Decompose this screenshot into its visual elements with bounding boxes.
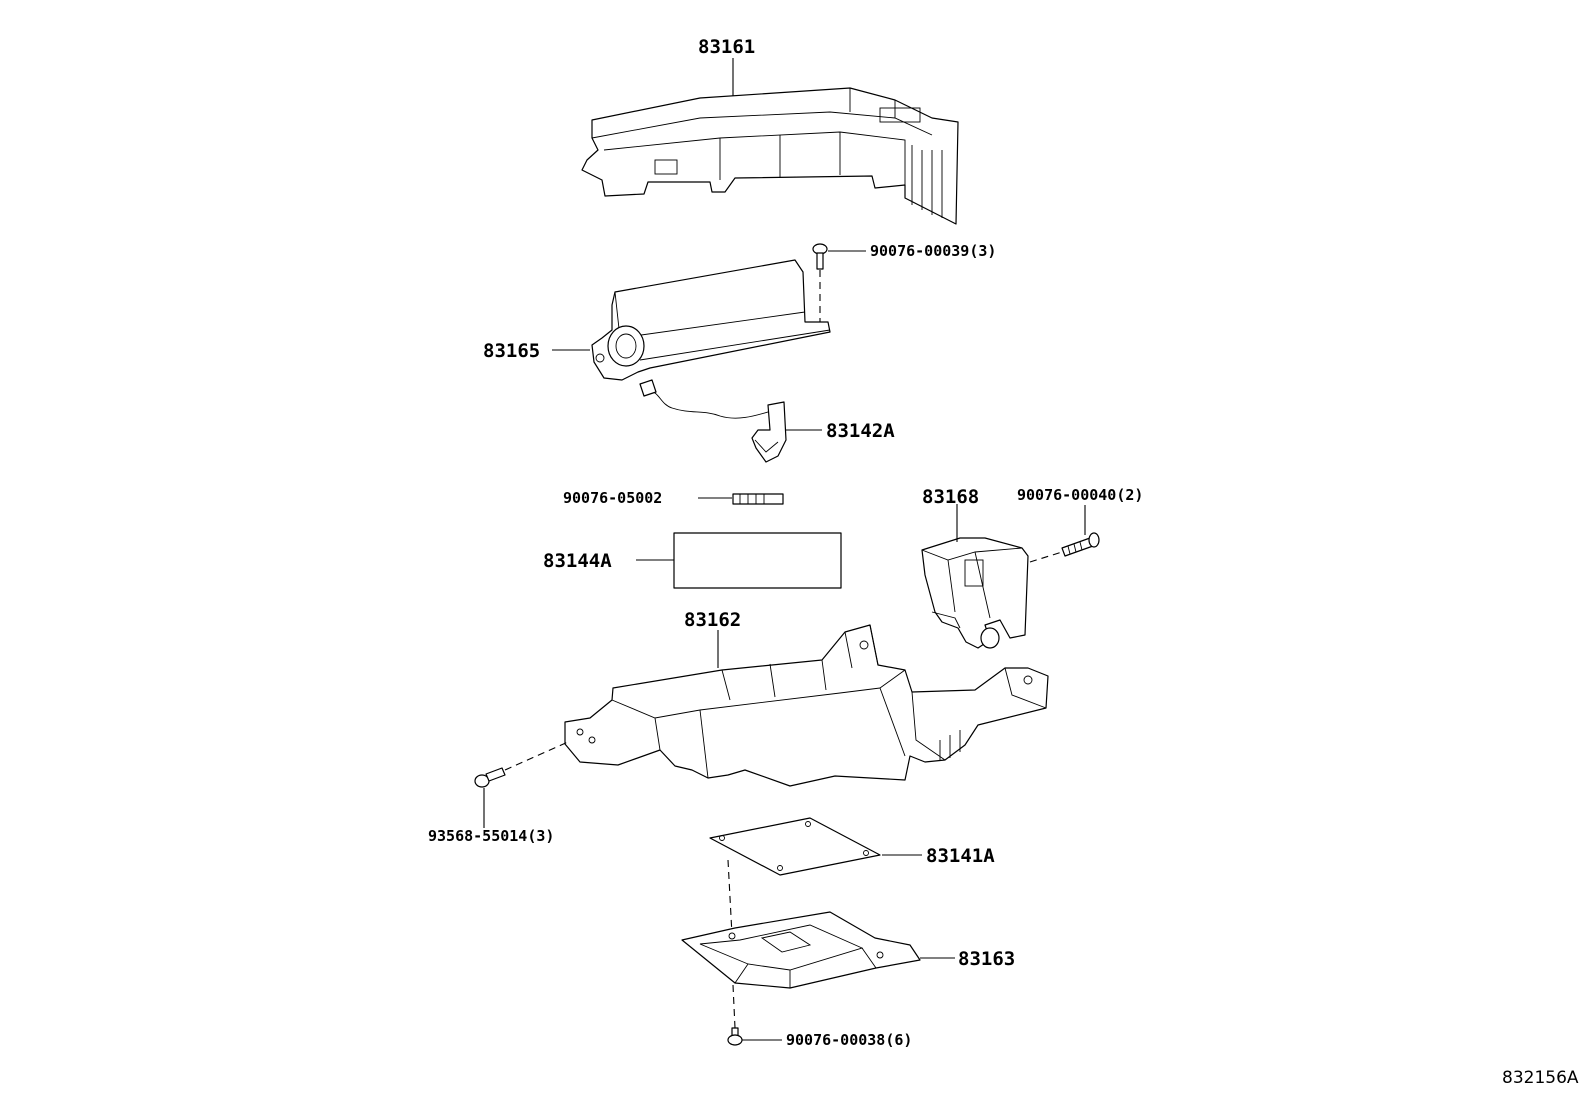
part-83161-upper-cover [581, 87, 959, 225]
screw-90076-00039 [812, 243, 828, 270]
screw-93568-55014 [474, 767, 506, 788]
label-83163: 83163 [958, 948, 1015, 970]
label-83141A: 83141A [926, 845, 995, 867]
label-90076-00038: 90076-00038(6) [786, 1031, 912, 1049]
label-83165: 83165 [483, 340, 540, 362]
part-83162-housing [564, 624, 1049, 787]
part-83144A-plate [673, 532, 842, 589]
part-83141A-sheet [709, 817, 881, 876]
screw-90076-00038 [727, 1027, 743, 1046]
label-90076-00040: 90076-00040(2) [1017, 486, 1143, 504]
label-90076-00039: 90076-00039(3) [870, 242, 996, 260]
label-93568-55014: 93568-55014(3) [428, 827, 554, 845]
part-83142A-cable [639, 379, 787, 463]
label-83144A: 83144A [543, 550, 612, 572]
diagram-reference-code: 832156A [1502, 1068, 1579, 1088]
part-83168-socket [921, 537, 1029, 649]
label-83142A: 83142A [826, 420, 895, 442]
label-90076-05002: 90076-05002 [563, 489, 662, 507]
label-83168: 83168 [922, 486, 979, 508]
part-83165-actuator [591, 259, 831, 381]
part-83163-tray [681, 911, 921, 989]
bolt-90076-00040 [1061, 532, 1100, 557]
label-83162: 83162 [684, 609, 741, 631]
label-83161: 83161 [698, 36, 755, 58]
clip-90076-05002 [732, 493, 784, 505]
